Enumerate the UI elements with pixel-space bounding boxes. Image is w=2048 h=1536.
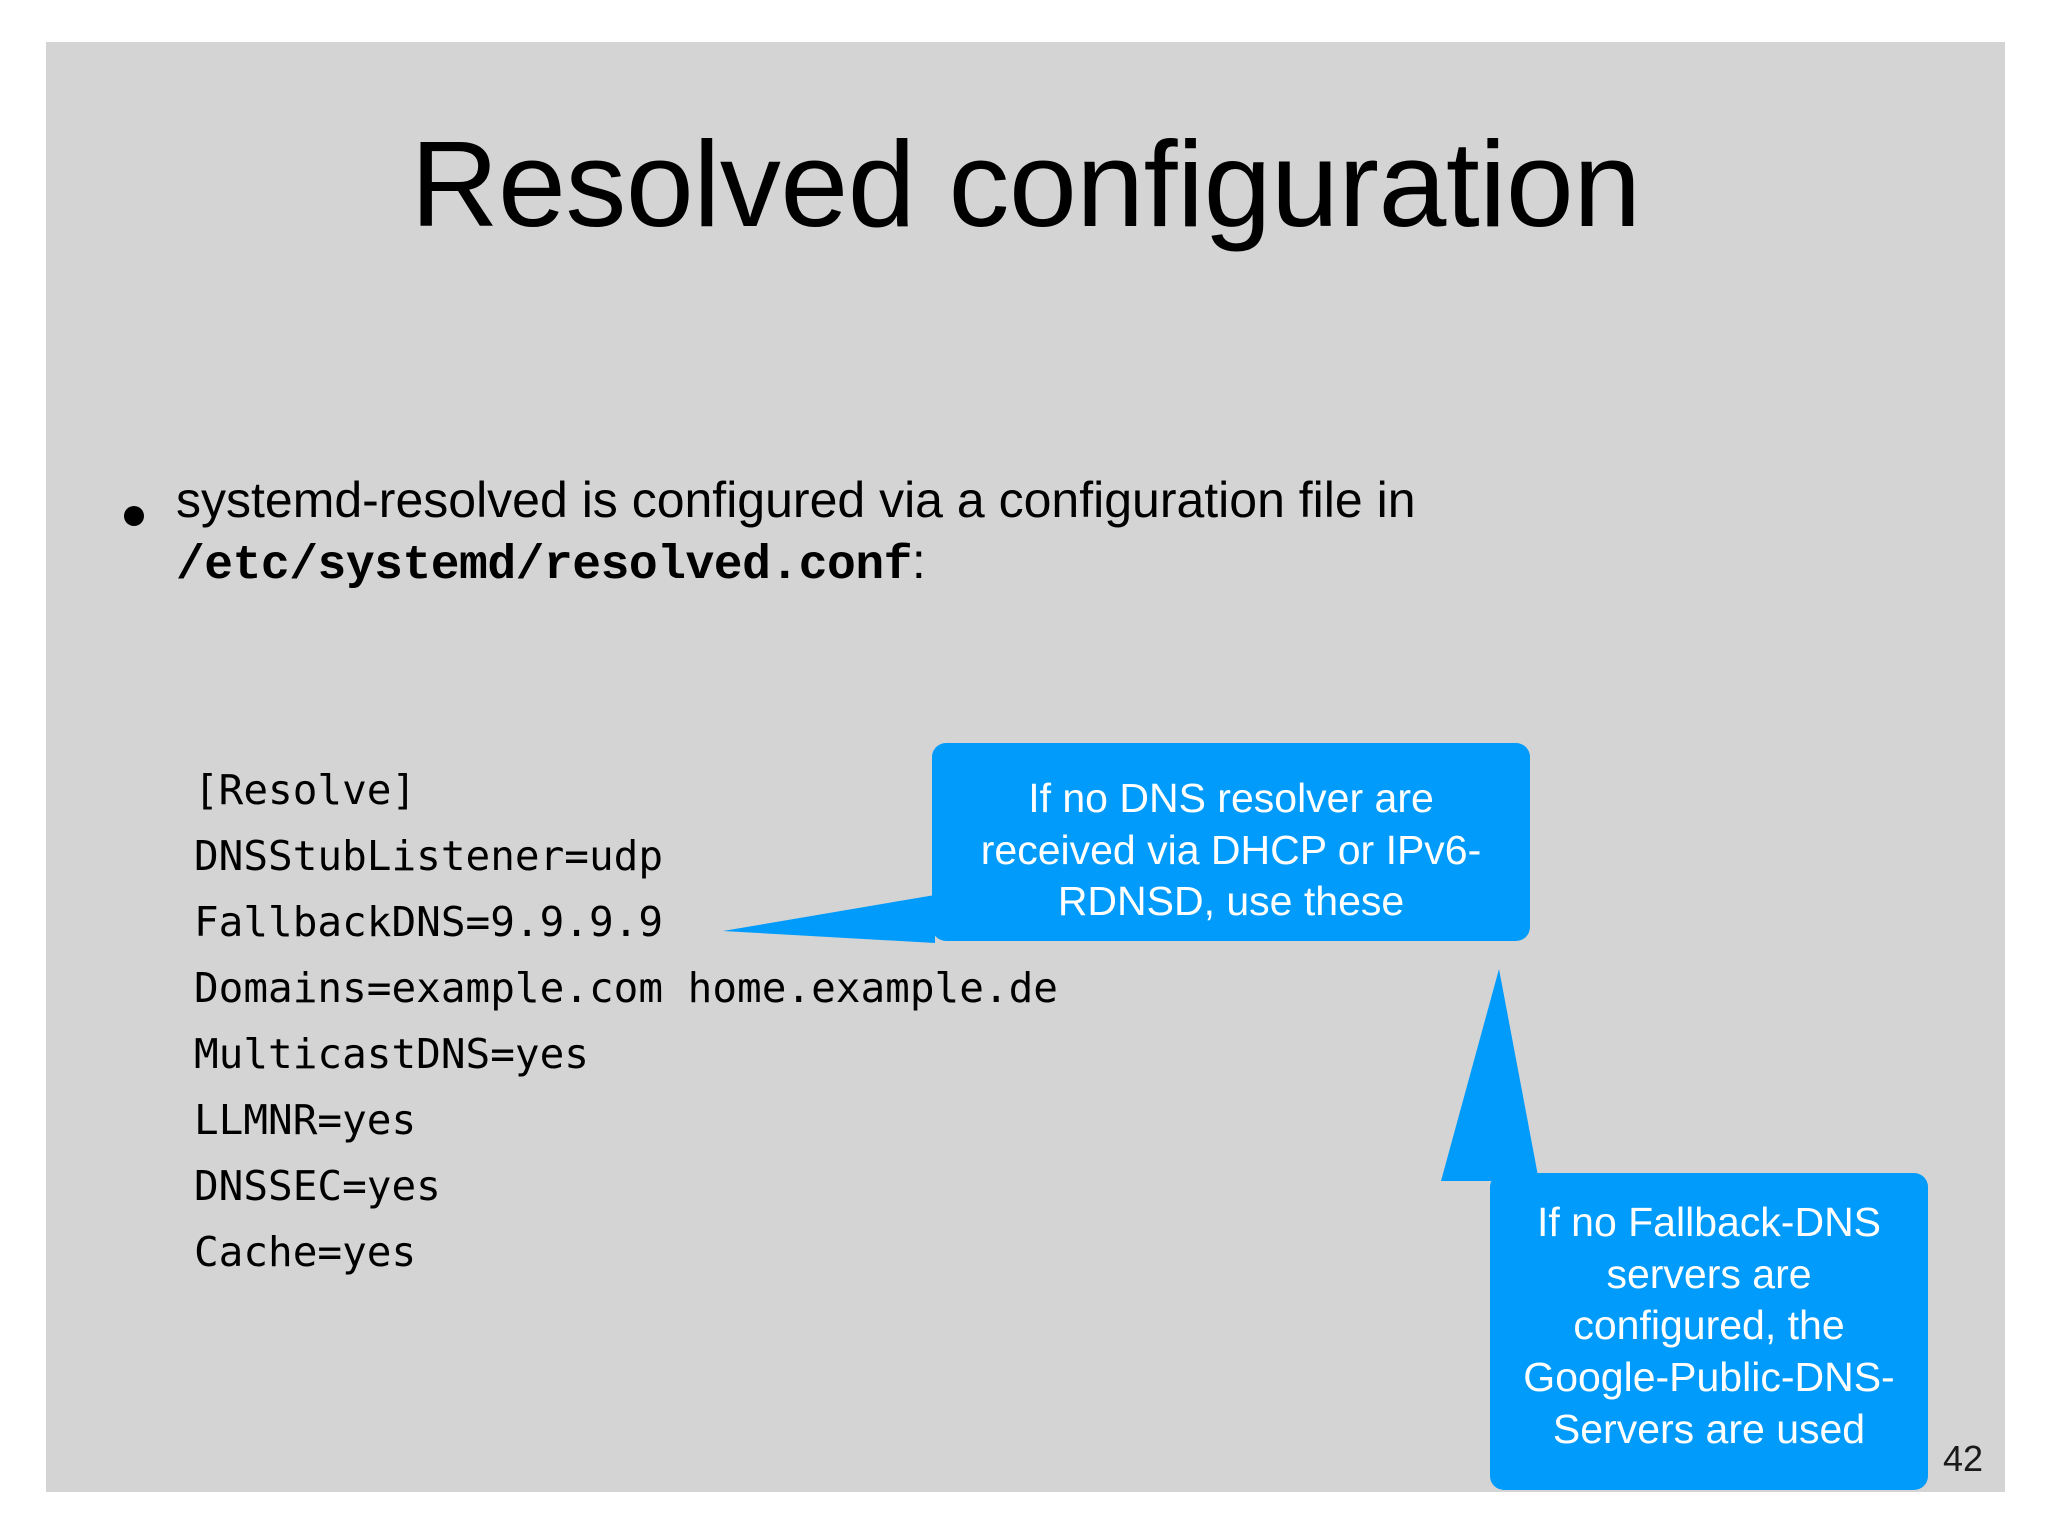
config-listing: [Resolve] DNSStubListener=udp FallbackDN… [194, 770, 1058, 1298]
bullet-dot-icon [124, 506, 144, 526]
config-line-llmnr: LLMNR=yes [194, 1096, 417, 1144]
google-dns-callout-text: If no Fallback-DNS servers are configure… [1523, 1199, 1895, 1452]
google-dns-callout[interactable]: If no Fallback-DNS servers are configure… [1490, 1173, 1928, 1490]
config-line-stublistener: DNSStubListener=udp [194, 832, 663, 880]
config-line-fallbackdns: FallbackDNS=9.9.9.9 [194, 898, 663, 946]
bullet-item-label: systemd-resolved is configured via a con… [176, 470, 1764, 595]
page-number: 42 [1942, 1438, 1983, 1479]
fallback-dns-callout-text: If no DNS resolver are received via DHCP… [980, 775, 1482, 925]
bullet-text-after: : [911, 532, 926, 589]
page-title: Resolved configuration [410, 116, 1641, 252]
fallback-dns-callout[interactable]: If no DNS resolver are received via DHCP… [932, 743, 1530, 941]
config-line-dnssec: DNSSEC=yes [194, 1162, 441, 1210]
bullet-list: systemd-resolved is configured via a con… [124, 470, 1764, 595]
list-item: systemd-resolved is configured via a con… [124, 470, 1764, 595]
config-line-multicastdns: MulticastDNS=yes [194, 1030, 589, 1078]
callout-tail-left-icon [723, 895, 935, 943]
callout-tail-up-icon [1441, 969, 1539, 1181]
bullet-text-before: systemd-resolved is configured via a con… [176, 472, 1416, 528]
config-line-section: [Resolve] [194, 766, 417, 814]
bullet-code-path: /etc/systemd/resolved.conf [176, 538, 912, 593]
config-line-domains: Domains=example.com home.example.de [194, 964, 1058, 1012]
slide-canvas: Resolved configuration systemd-resolved … [46, 42, 2005, 1492]
config-line-cache: Cache=yes [194, 1228, 417, 1276]
